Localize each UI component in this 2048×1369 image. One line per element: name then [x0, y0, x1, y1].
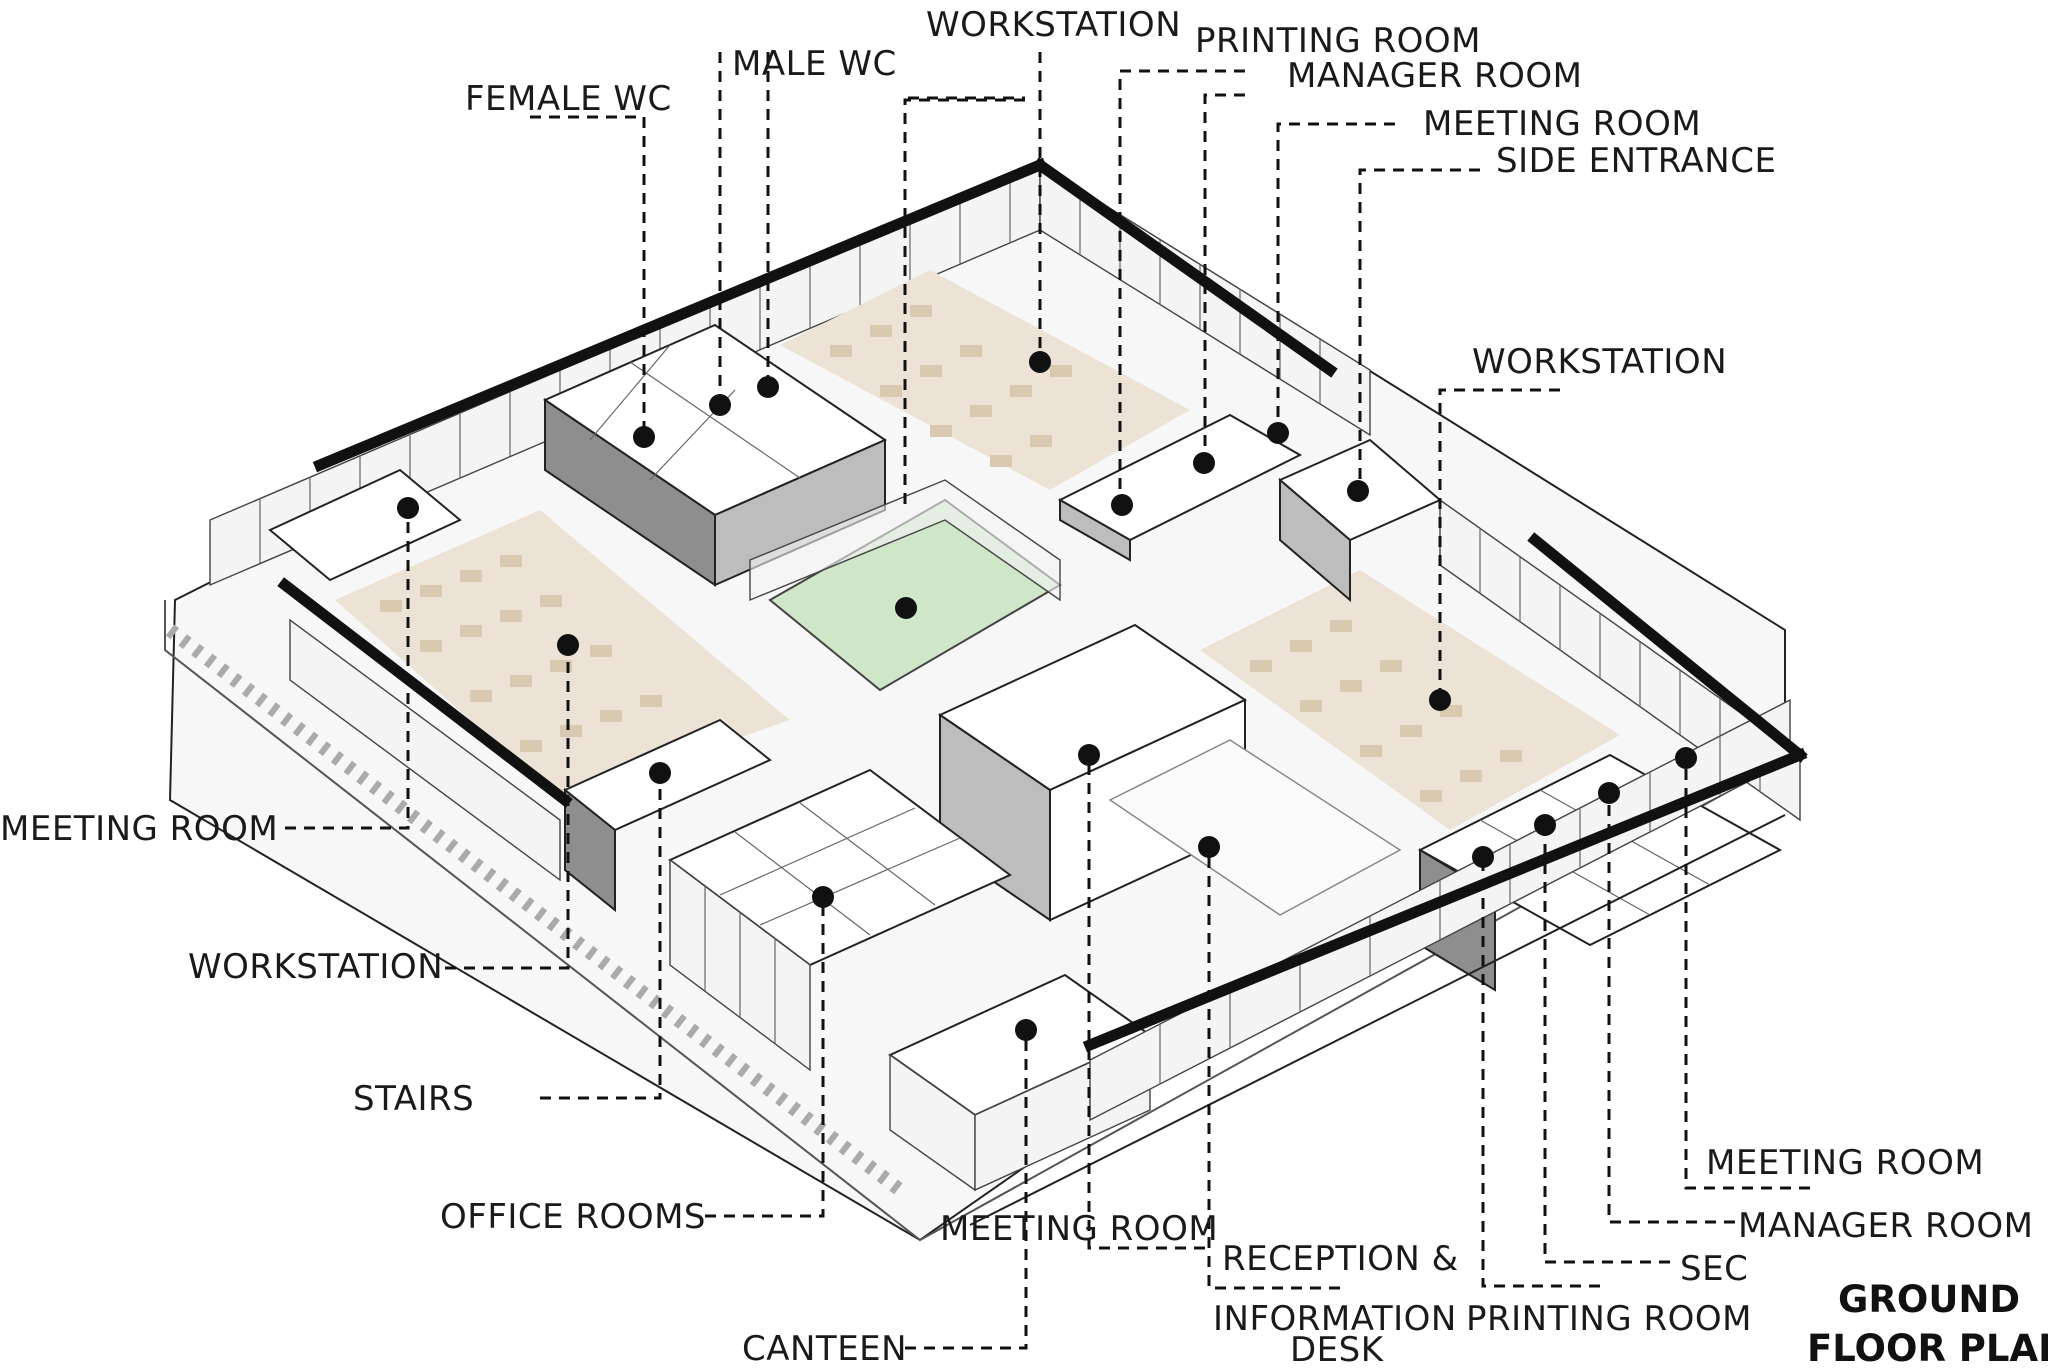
paving-edge: [164, 600, 1786, 1242]
label-printing-room-bottom: PRINTING ROOM: [1466, 1299, 1752, 1339]
thick-outline-right: [1527, 532, 1808, 763]
label-canteen: CANTEEN: [742, 1329, 907, 1369]
thick-outline-back-right: [1032, 157, 1338, 378]
office-room-partitions: [719, 802, 961, 936]
label-workstation-left: WORKSTATION: [188, 947, 443, 987]
stairs-face: [564, 787, 616, 913]
left-front-glass-band: [289, 618, 561, 882]
left-meeting-room: [268, 468, 462, 582]
label-manager-room-top: MANAGER ROOM: [1287, 56, 1582, 96]
room-labels: WORKSTATION PRINTING ROOM MALE WC MANAGE…: [0, 5, 2033, 1369]
label-workstation-right: WORKSTATION: [1472, 342, 1727, 382]
leader-lines: [285, 52, 1810, 1350]
title-line1: GROUND: [1838, 1278, 2020, 1321]
reception-lobby-floor: [1108, 739, 1402, 916]
label-reception-line3: DESK: [1290, 1330, 1385, 1369]
label-stairs: STAIRS: [353, 1079, 474, 1119]
desk-clusters: [380, 305, 1522, 802]
plan-title: GROUND FLOOR PLAN: [1807, 1278, 2048, 1369]
top-right-rooms-face: [1059, 498, 1131, 562]
side-entrance-block-face: [1279, 477, 1351, 603]
label-reception-line1: RECEPTION &: [1222, 1239, 1459, 1279]
label-office-rooms: OFFICE ROOMS: [440, 1197, 706, 1237]
atrium-glass: [749, 479, 1061, 602]
label-meeting-room-top: MEETING ROOM: [1423, 104, 1701, 144]
label-side-entrance: SIDE ENTRANCE: [1496, 141, 1776, 181]
label-markers: [397, 351, 1697, 1041]
label-female-wc: FEMALE WC: [465, 79, 672, 119]
label-meeting-room-right: MEETING ROOM: [1706, 1143, 1984, 1183]
label-printing-room-top: PRINTING ROOM: [1195, 21, 1481, 61]
label-meeting-room-bottom: MEETING ROOM: [940, 1209, 1218, 1249]
right-workstation-floor: [1200, 570, 1620, 830]
label-workstation-top: WORKSTATION: [926, 5, 1181, 45]
office-face-mullions: [704, 886, 776, 1043]
label-manager-room-bottom: MANAGER ROOM: [1738, 1206, 2033, 1246]
title-line2: FLOOR PLAN: [1807, 1327, 2048, 1369]
label-reception-line2: INFORMATION: [1213, 1299, 1457, 1339]
label-male-wc: MALE WC: [732, 44, 897, 84]
building-axonometric: [164, 157, 1808, 1242]
thick-outline-back-left: [312, 157, 1048, 473]
left-workstation-floor: [335, 510, 790, 800]
front-base-line: [969, 814, 1786, 1226]
thick-outline-left: [277, 577, 573, 808]
label-meeting-room-left: MEETING ROOM: [0, 809, 278, 849]
label-sec: SEC: [1680, 1249, 1748, 1289]
